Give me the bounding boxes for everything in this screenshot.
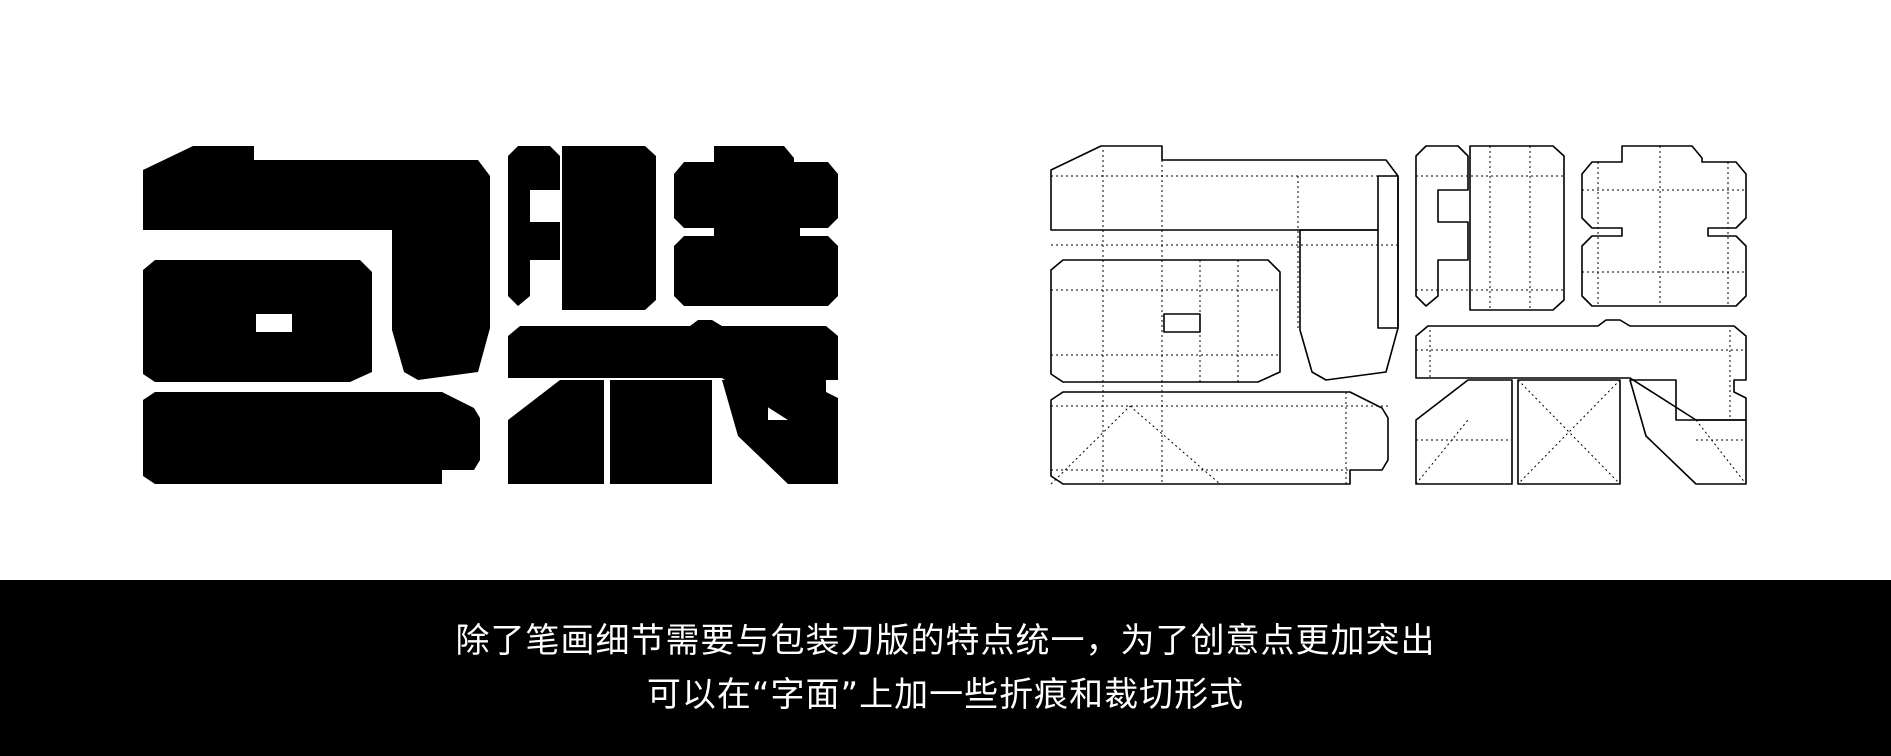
crease-line	[1517, 379, 1621, 485]
dieline-bao-right-hook	[1299, 175, 1399, 381]
dieline-bao-window	[1163, 313, 1201, 333]
dieline-bao-middle-box	[1050, 259, 1281, 383]
dieline-zhuang-left-radical-2	[1469, 145, 1565, 311]
lettering-artwork	[143, 145, 1747, 485]
solid-zhuang-yi-center	[610, 380, 712, 484]
dieline-zhuang-yi-cap	[1415, 319, 1747, 421]
dieline-lettering-icon	[1050, 145, 1747, 485]
dieline-zhuang-shi	[1581, 145, 1747, 307]
crease-lines-icon	[1050, 146, 1747, 485]
dieline-zhuang-yi-bottom	[1415, 379, 1513, 485]
caption-band: 除了笔画细节需要与包装刀版的特点统一，为了创意点更加突出 可以在“字面”上加一些…	[0, 580, 1891, 756]
crease-line	[1695, 419, 1747, 485]
dieline-zhuang-yi-right	[1629, 379, 1747, 485]
caption-line-2: 可以在“字面”上加一些折痕和裁切形式	[646, 675, 1245, 715]
caption-line-1: 除了笔画细节需要与包装刀版的特点统一，为了创意点更加突出	[455, 621, 1436, 661]
solid-zhuang-yi-right-sweep	[722, 380, 838, 484]
solid-zhuang-left-radical	[508, 146, 560, 306]
solid-bao-right-hook	[392, 176, 490, 380]
crease-line	[1129, 405, 1221, 485]
dieline-zhuang-left-radical	[1415, 145, 1469, 307]
solid-bao-middle-box	[143, 260, 372, 382]
dieline-bao-bottom-stroke	[1050, 391, 1389, 485]
solid-bao-bottom-stroke	[143, 392, 480, 484]
crease-line	[1517, 379, 1621, 485]
crease-line	[1050, 405, 1131, 485]
solid-zhuang-shi	[674, 146, 838, 306]
crease-line	[1415, 419, 1469, 485]
solid-bao-top-stroke	[143, 146, 490, 328]
solid-zhuang-yi-left-sweep	[508, 380, 604, 484]
solid-zhuang-left-radical-2	[562, 146, 656, 310]
solid-lettering-icon	[143, 146, 838, 484]
